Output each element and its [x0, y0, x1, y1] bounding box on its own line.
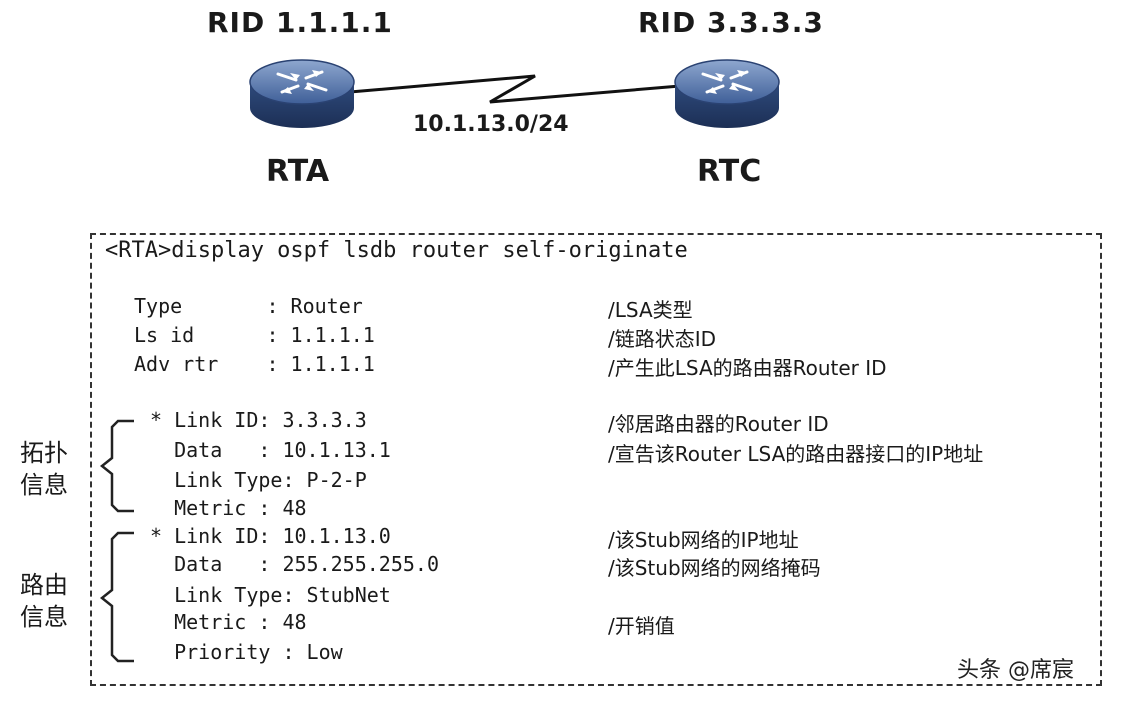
rtc-rid: RID 3.3.3.3 — [638, 6, 824, 39]
topology-info-label: 拓扑信息 — [20, 439, 68, 499]
cli-line: * Link ID: 10.1.13.0 — [150, 524, 391, 548]
cli-comment: /该Stub网络的IP地址 — [608, 528, 799, 552]
cli-comment: /邻居路由器的Router ID — [608, 412, 829, 436]
rta-name: RTA — [266, 154, 330, 189]
link-subnet-label: 10.1.13.0/24 — [413, 112, 569, 137]
cli-comment: /LSA类型 — [608, 298, 693, 322]
cli-line: Adv rtr : 1.1.1.1 — [134, 352, 375, 376]
cli-output-box — [90, 233, 1102, 686]
cli-comment: /产生此LSA的路由器Router ID — [608, 356, 887, 380]
topology-bracket — [99, 419, 134, 513]
cli-comment: /开销值 — [608, 614, 675, 638]
cli-line: * Link ID: 3.3.3.3 — [150, 408, 367, 432]
watermark: 头条 @席宸 — [957, 658, 1074, 683]
cli-comment: /宣告该Router LSA的路由器接口的IP地址 — [608, 442, 984, 466]
cli-line: Priority : Low — [150, 640, 343, 664]
cli-command: <RTA>display ospf lsdb router self-origi… — [105, 238, 688, 263]
cli-line: Metric : 48 — [150, 610, 307, 634]
cli-comment: /链路状态ID — [608, 327, 717, 351]
cli-line: Data : 255.255.255.0 — [150, 552, 439, 576]
cli-line: Link Type: StubNet — [150, 583, 391, 607]
serial-link — [349, 74, 681, 104]
route-bracket — [99, 531, 134, 663]
cli-line: Data : 10.1.13.1 — [150, 438, 391, 462]
rtc-name: RTC — [697, 154, 762, 189]
cli-line: Ls id : 1.1.1.1 — [134, 323, 375, 347]
rta-rid: RID 1.1.1.1 — [207, 6, 393, 39]
cli-comment: /该Stub网络的网络掩码 — [608, 556, 821, 580]
cli-line: Type : Router — [134, 294, 363, 318]
route-info-label: 路由信息 — [20, 571, 68, 631]
topology-diagram — [248, 58, 781, 130]
cli-line: Metric : 48 — [150, 496, 307, 520]
cli-line: Link Type: P-2-P — [150, 468, 367, 492]
